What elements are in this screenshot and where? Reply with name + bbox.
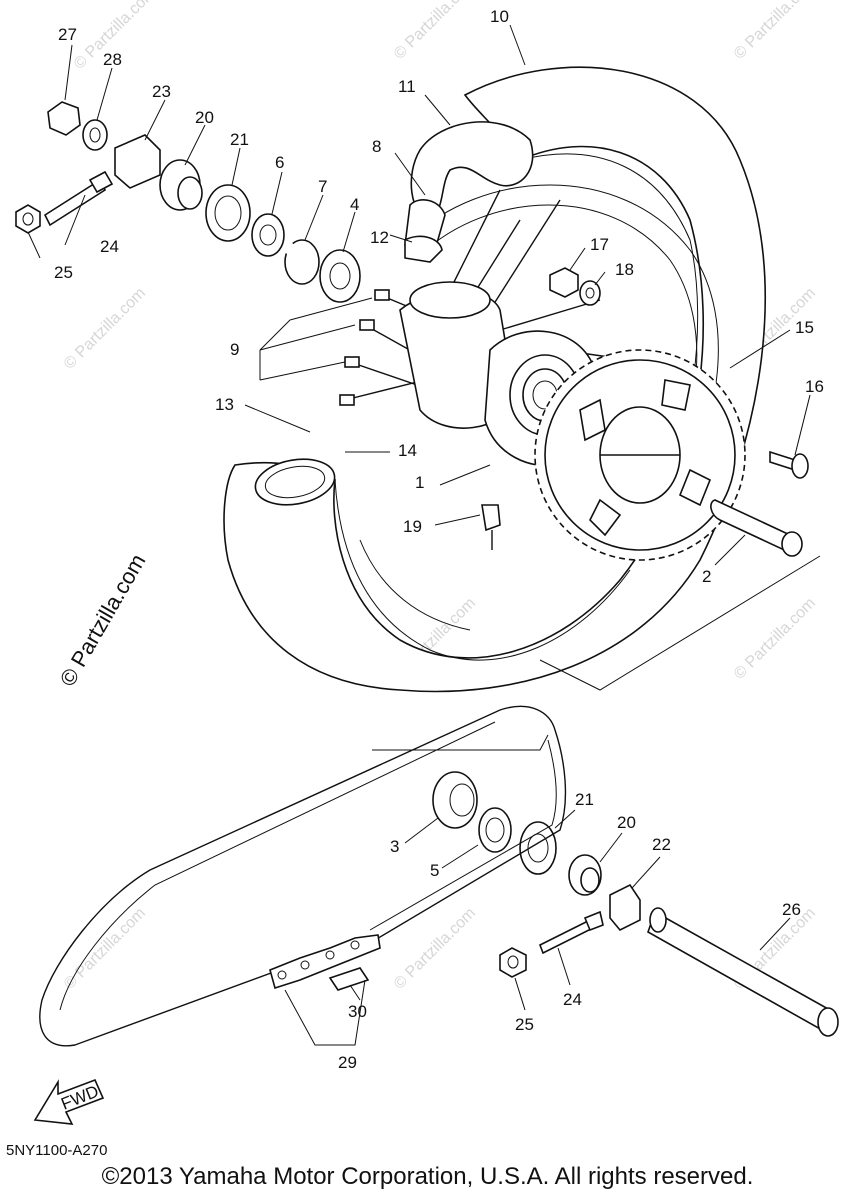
diagram-code: 5NY1100-A270 (6, 1142, 108, 1159)
rim-lock (481, 504, 501, 550)
callout-7: 7 (318, 177, 327, 196)
callout-29: 29 (338, 1053, 357, 1072)
watermark-4: © Partzilla.com (61, 285, 149, 373)
callout-19: 19 (403, 517, 422, 536)
axle-spacer (710, 499, 803, 557)
callout-17: 17 (590, 235, 609, 254)
callout-23: 23 (152, 82, 171, 101)
lower-hardware (432, 771, 839, 1037)
watermark-main: © Partzilla.com (55, 550, 151, 691)
callout-27: 27 (58, 25, 77, 44)
callout-22: 22 (652, 835, 671, 854)
watermark-2: © Partzilla.com (391, 0, 479, 63)
callout-21-lower: 21 (575, 790, 594, 809)
callout-21-upper: 21 (230, 130, 249, 149)
callout-26: 26 (782, 900, 801, 919)
callout-12: 12 (370, 228, 389, 247)
callout-25-upper: 25 (54, 263, 73, 282)
callout-30: 30 (348, 1002, 367, 1021)
spoke-nipples (339, 289, 390, 406)
callout-5: 5 (430, 861, 439, 880)
callout-13: 13 (215, 395, 234, 414)
left-hardware (15, 101, 361, 303)
callout-18: 18 (615, 260, 634, 279)
watermark-8: © Partzilla.com (61, 905, 149, 993)
callout-25-lower: 25 (515, 1015, 534, 1034)
callout-20-upper: 20 (195, 108, 214, 127)
callout-15: 15 (795, 318, 814, 337)
drive-chain (39, 705, 567, 1047)
callout-2: 2 (702, 567, 711, 586)
sprocket-bolt (769, 450, 809, 479)
callout-11: 11 (398, 77, 416, 96)
callout-1: 1 (415, 473, 424, 492)
leader-lines (27, 24, 821, 1046)
callout-labels: 27 28 23 20 21 6 7 4 24 25 10 11 8 12 9 … (54, 7, 824, 1072)
nut-washer-17-18 (549, 267, 601, 306)
watermark-9: © Partzilla.com (391, 905, 479, 993)
sprocket (534, 349, 746, 561)
callout-8: 8 (372, 137, 381, 156)
fwd-arrow: FWD (33, 1078, 105, 1125)
copyright-notice: ©2013 Yamaha Motor Corporation, U.S.A. A… (101, 1163, 754, 1190)
callout-6: 6 (275, 153, 284, 172)
nut-27 (47, 101, 81, 136)
callout-20-lower: 20 (617, 813, 636, 832)
callout-16: 16 (805, 377, 824, 396)
callout-24-lower: 24 (563, 990, 582, 1009)
callout-28: 28 (103, 50, 122, 69)
tube-assembly (404, 121, 534, 263)
callout-9: 9 (230, 340, 239, 359)
watermark-7: © Partzilla.com (731, 595, 819, 683)
callout-14: 14 (398, 441, 417, 460)
fwd-label: FWD (58, 1082, 101, 1114)
callout-10: 10 (490, 7, 509, 26)
watermark-3: © Partzilla.com (731, 0, 819, 63)
callout-24-upper: 24 (100, 237, 119, 256)
callout-4: 4 (350, 195, 359, 214)
callout-3: 3 (390, 837, 399, 856)
